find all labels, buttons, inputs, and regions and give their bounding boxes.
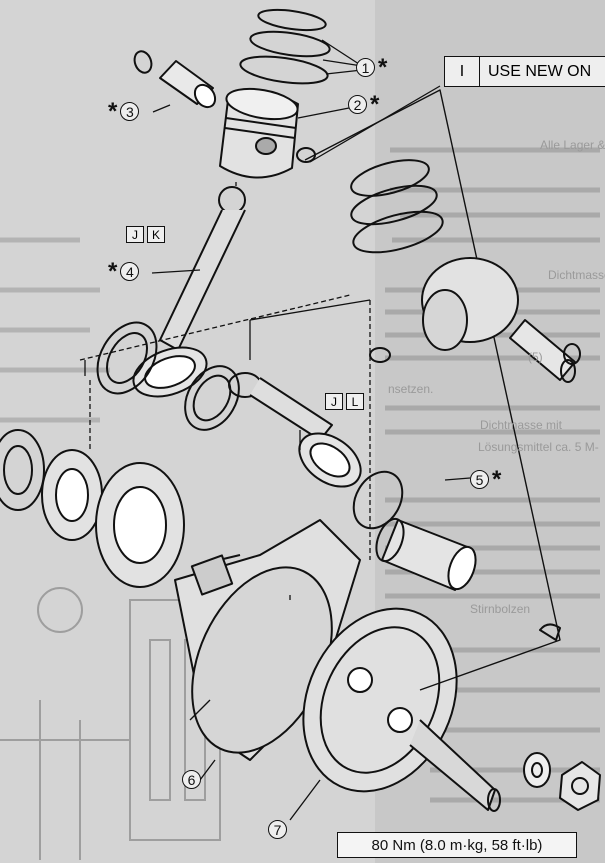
connecting-rod: [132, 186, 246, 398]
faded-text: Alle Lager & auf: [540, 138, 605, 152]
inset-piston: [421, 257, 519, 351]
notice-text: USE NEW ON: [488, 62, 592, 80]
inset-frame-lines: [84, 299, 371, 450]
callout-3: * 3: [108, 97, 140, 125]
crank-half: [174, 519, 361, 761]
asterisk-icon: *: [108, 257, 118, 285]
faded-text: nsetzen.: [388, 382, 434, 396]
crank-pin: [375, 517, 477, 591]
asterisk-icon: *: [370, 90, 380, 118]
detail-frame: [304, 89, 561, 691]
ref-box: K: [147, 226, 165, 243]
faded-text: Dichtmasse: [548, 268, 605, 282]
piston: [219, 87, 299, 179]
ref-box: J: [126, 226, 144, 243]
circlip-icon: [133, 50, 153, 74]
main-bearing: [0, 429, 185, 588]
faded-text: Dichtmasse mit: [480, 418, 563, 432]
callout-7: 7: [268, 820, 287, 839]
replace-notice: I USE NEW ON: [444, 56, 605, 87]
callout-number: 4: [120, 262, 140, 281]
callout-number: 3: [120, 102, 140, 121]
callout-1: 1 *: [356, 53, 388, 81]
ref-boxes-lower: J L: [325, 393, 367, 410]
callout-number: 1: [356, 58, 375, 77]
rod-bearing: [352, 470, 404, 530]
callout-number: 6: [182, 770, 201, 789]
notice-index: I: [445, 57, 480, 86]
ref-boxes-upper: J K: [126, 226, 168, 243]
rod-bearing: [184, 365, 240, 431]
piston-pin: [159, 60, 217, 109]
connecting-rod-2: [228, 372, 362, 488]
piston-rings: [239, 8, 331, 85]
callout-number: 5: [470, 470, 489, 489]
faded-left-text-lines: [0, 237, 110, 423]
faded-text: Stirnbolzen: [470, 602, 531, 616]
woodruff-key: [539, 623, 561, 641]
asterisk-icon: *: [378, 53, 388, 81]
callout-2: 2 *: [348, 90, 380, 118]
crank-half-2: [302, 607, 501, 812]
callout-number: 7: [268, 820, 287, 839]
callout-5: 5 *: [470, 465, 502, 493]
ref-box: L: [346, 393, 364, 410]
torque-spec: 80 Nm (8.0 m·kg, 58 ft·lb): [337, 832, 577, 858]
asterisk-icon: *: [492, 465, 502, 493]
callout-number: 2: [348, 95, 367, 114]
inset-pin: [509, 319, 581, 383]
washer: [523, 752, 551, 788]
faded-text: (5): [528, 350, 543, 364]
callout-4: * 4: [108, 257, 140, 285]
faded-text: Lösungsmittel ca. 5 M-: [478, 440, 599, 454]
ref-box: J: [325, 393, 343, 410]
rod-bearing: [96, 321, 158, 395]
asterisk-icon: *: [108, 97, 118, 125]
callout-6: 6: [182, 770, 201, 789]
crank-nut: [559, 761, 601, 811]
inset-rings: [350, 159, 444, 363]
